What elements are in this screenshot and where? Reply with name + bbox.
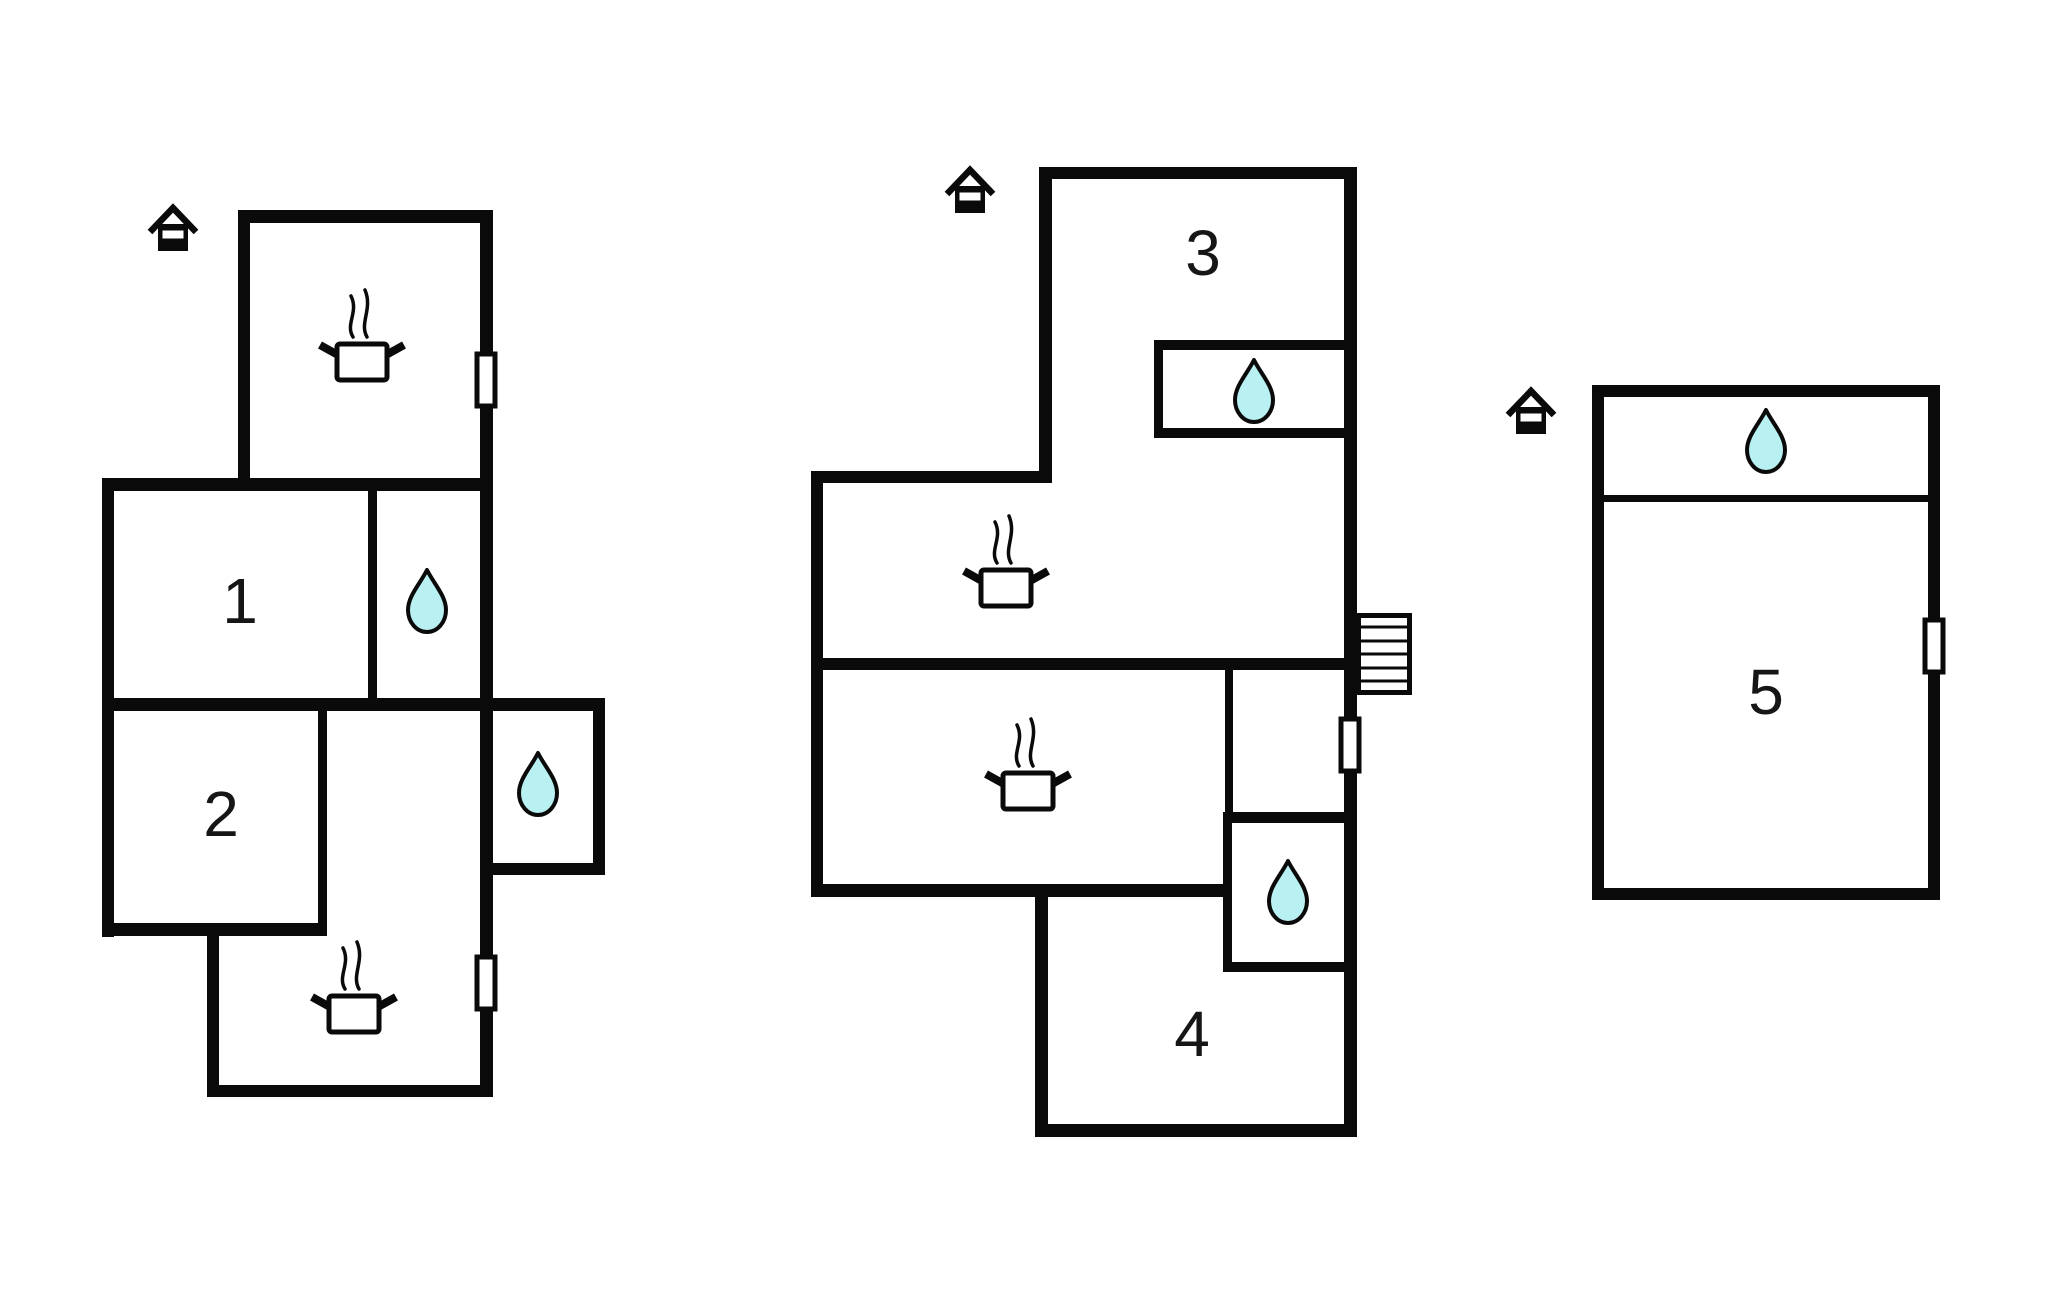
wall <box>811 471 1052 483</box>
walls-building-2 <box>811 167 1357 1137</box>
stairs-icon <box>1356 613 1412 695</box>
attic-house-icon <box>1508 391 1554 434</box>
water-drop-icon <box>517 751 559 817</box>
water-drop-icon <box>406 568 448 634</box>
floor-plan-1: 1 2 <box>102 208 605 1097</box>
cooking-pot-icon <box>312 942 396 1032</box>
wall <box>1592 888 1940 900</box>
wall <box>1223 962 1356 972</box>
wall <box>1154 428 1344 438</box>
room-4-label: 4 <box>1174 998 1210 1070</box>
wall <box>1035 888 1048 1137</box>
room-2-label: 2 <box>203 778 239 850</box>
attic-house-icon <box>150 208 196 251</box>
cooking-pot-icon <box>986 719 1070 809</box>
wall <box>368 490 377 702</box>
wall <box>238 210 250 490</box>
room-1-label: 1 <box>222 565 258 637</box>
wall <box>1592 385 1604 900</box>
wall <box>102 478 493 491</box>
wall <box>1154 340 1163 438</box>
wall <box>238 210 493 223</box>
window-icon <box>477 957 495 1009</box>
wall <box>1225 670 1233 823</box>
cooking-pot-icon <box>320 290 404 380</box>
floor-plan-3: 5 <box>1508 385 1943 900</box>
wall <box>1039 167 1356 179</box>
cooking-pot-icon <box>964 516 1048 606</box>
wall <box>207 1085 493 1097</box>
water-drop-icon <box>1233 358 1275 424</box>
room-3-label: 3 <box>1185 217 1221 289</box>
wall <box>811 884 1232 897</box>
wall <box>1592 385 1940 397</box>
wall <box>1039 167 1052 483</box>
wall <box>1344 167 1357 1137</box>
window-icon <box>1341 719 1359 771</box>
water-drop-icon <box>1745 408 1787 474</box>
wall <box>102 698 605 711</box>
walls-building-1 <box>102 210 605 1097</box>
wall <box>1035 1124 1357 1137</box>
window-icon <box>1925 620 1943 672</box>
floor-plan-2: 3 4 <box>811 167 1412 1137</box>
water-drop-icon <box>1267 859 1309 925</box>
wall <box>593 698 605 875</box>
wall <box>318 711 327 927</box>
wall <box>207 923 219 1093</box>
window-icon <box>477 354 495 406</box>
attic-house-icon <box>947 170 993 213</box>
wall <box>480 210 493 1097</box>
wall <box>1223 812 1356 823</box>
wall <box>1604 495 1928 502</box>
wall <box>480 863 605 875</box>
wall <box>811 471 823 897</box>
room-5-label: 5 <box>1748 656 1784 728</box>
wall <box>823 658 1356 670</box>
wall <box>1154 340 1344 350</box>
